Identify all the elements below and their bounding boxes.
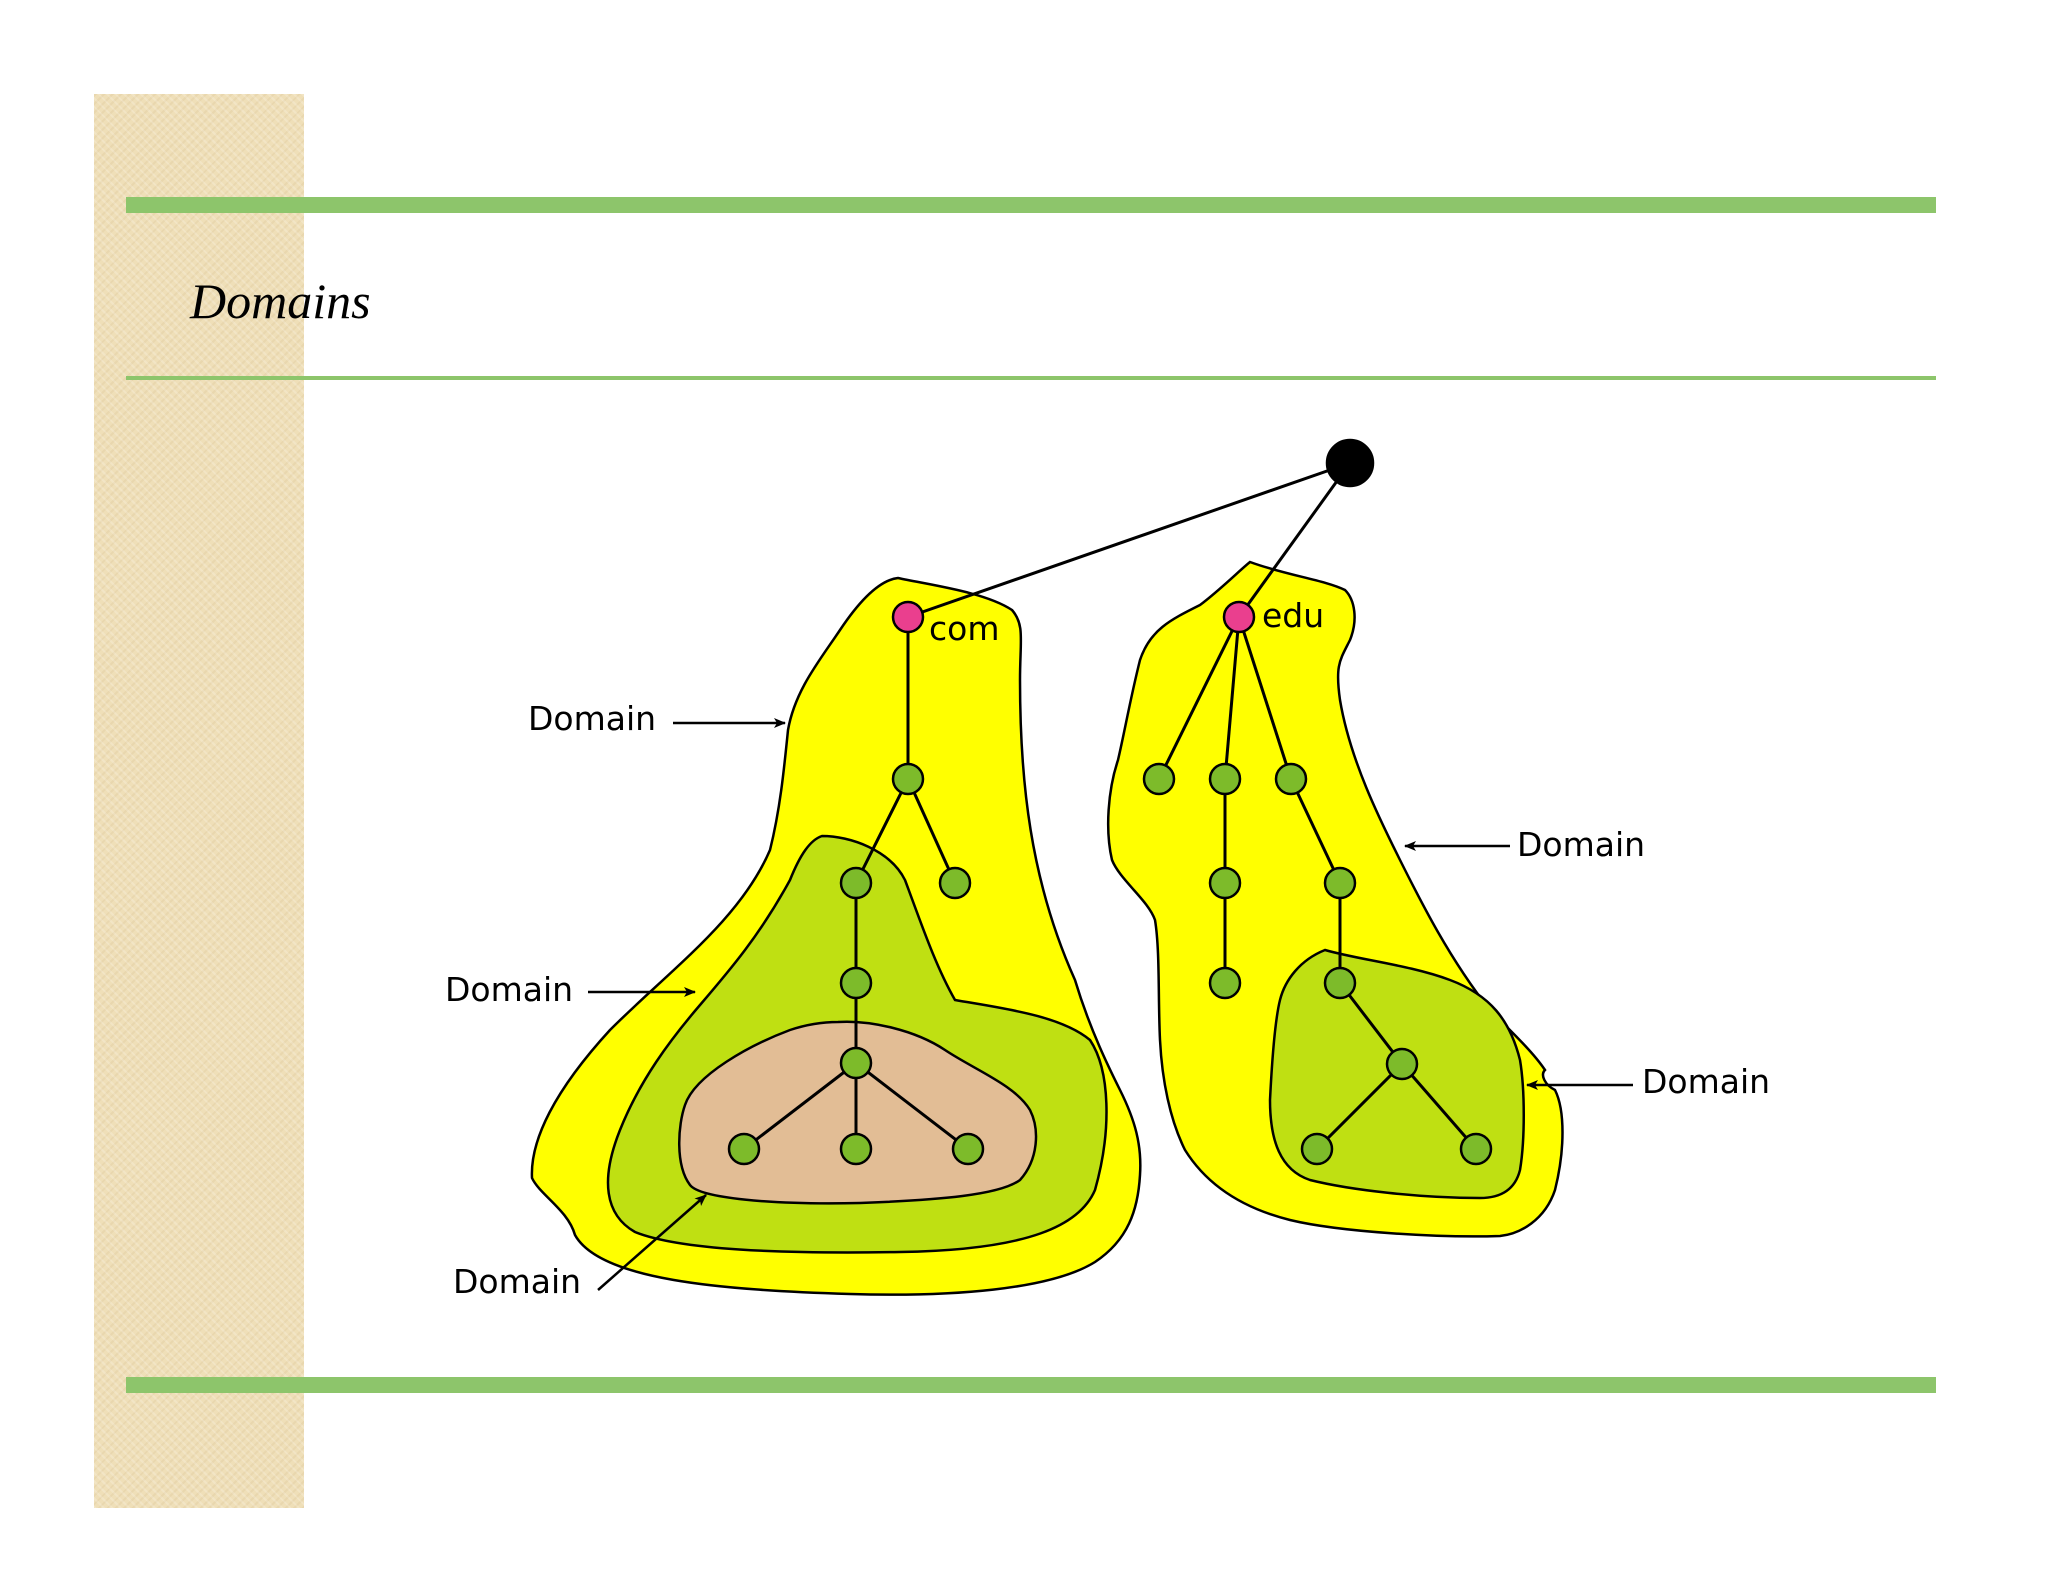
tree-node — [839, 966, 873, 1000]
edge-e7-e8 — [1338, 982, 1404, 1065]
tree-node — [839, 866, 873, 900]
edge-n5-n6 — [743, 1061, 857, 1151]
tree-node — [1274, 762, 1308, 796]
edge-edu-e3 — [1237, 616, 1293, 780]
edge-n1-n2 — [854, 778, 910, 884]
com-node — [891, 600, 925, 634]
tree-edges — [743, 461, 1478, 1151]
tree-node — [727, 1132, 761, 1166]
edge-e8-e9 — [1315, 1062, 1404, 1151]
tree-node — [1208, 762, 1242, 796]
com-inner-domain-label: Domain — [453, 1262, 581, 1301]
tree-node — [839, 1046, 873, 1080]
edu-outer-domain-label: Domain — [1517, 825, 1645, 864]
com-label: com — [929, 609, 999, 648]
edge-root-com — [907, 461, 1351, 619]
tree-node — [1323, 966, 1357, 1000]
edu-label: edu — [1262, 596, 1324, 635]
tree-node — [951, 1132, 985, 1166]
edge-n1-n3 — [906, 778, 957, 884]
tree-node — [1300, 1132, 1334, 1166]
edge-e8-e10 — [1400, 1063, 1478, 1150]
root-node — [1325, 438, 1375, 488]
tree-nodes — [727, 438, 1493, 1166]
tree-node — [1459, 1132, 1493, 1166]
edge-edu-e1 — [1157, 616, 1241, 780]
tree-node — [839, 1132, 873, 1166]
com-middle-domain-label: Domain — [445, 970, 573, 1009]
tree-node — [1208, 966, 1242, 1000]
domain-callouts — [588, 718, 1633, 1291]
top-divider — [126, 197, 1936, 213]
com-inner-domain-arrow — [597, 1194, 707, 1291]
slide-title: Domains — [190, 273, 371, 329]
edu-inner-domain-label: Domain — [1642, 1062, 1770, 1101]
edge-edu-e2 — [1223, 616, 1241, 780]
edge-root-edu — [1237, 462, 1352, 618]
title-divider — [126, 376, 1936, 380]
tree-node — [1323, 866, 1357, 900]
edge-e3-e6 — [1289, 778, 1342, 884]
tree-node — [1385, 1047, 1419, 1081]
bottom-divider — [126, 1377, 1936, 1393]
edu-node — [1222, 600, 1256, 634]
com-inner-domain-region — [678, 1020, 1038, 1205]
tree-node — [938, 866, 972, 900]
tree-node — [1142, 762, 1176, 796]
tree-node — [891, 762, 925, 796]
tree-node — [1208, 866, 1242, 900]
edge-n5-n8 — [855, 1061, 969, 1151]
com-outer-domain-label: Domain — [528, 699, 656, 738]
side-panel — [94, 94, 304, 1508]
